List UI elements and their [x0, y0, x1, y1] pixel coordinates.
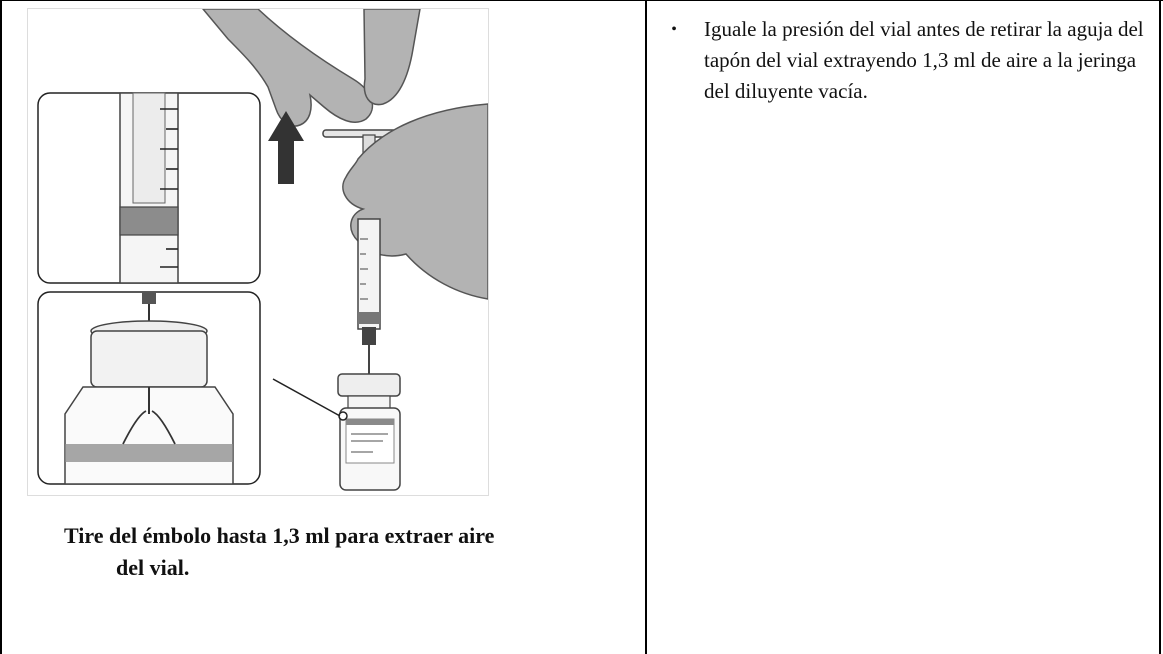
inset-air-arrows [122, 410, 176, 445]
instruction-text: Iguale la presión del vial antes de reti… [704, 17, 1144, 103]
inset-stopper [119, 206, 179, 236]
table-border-top [0, 0, 1163, 1]
inset-plunger-rod [132, 92, 166, 204]
table-border-left [0, 0, 2, 654]
up-arrow-icon [268, 111, 304, 184]
table-border-right [1159, 0, 1161, 654]
illustration-svg [37, 9, 488, 491]
inset-needle-hub [142, 292, 156, 304]
inset-cap [90, 330, 208, 388]
instruction-list: • Iguale la presión del vial antes de re… [664, 14, 1144, 107]
caption-line-1: Tire del émbolo hasta 1,3 ml para extrae… [64, 523, 495, 548]
vial-cap [337, 373, 401, 397]
caption-line-2: del vial. [116, 555, 190, 580]
syringe-stopper [358, 312, 380, 324]
bullet-icon: • [671, 21, 677, 38]
callout-dot [338, 411, 348, 421]
syringe-vial-illustration [27, 8, 489, 496]
syringe-hub [362, 327, 376, 345]
table-column-divider [645, 0, 647, 654]
callout-line [272, 378, 341, 417]
inset-vial-band [65, 444, 233, 462]
figure-caption: Tire del émbolo hasta 1,3 ml para extrae… [64, 520, 624, 584]
instruction-item: • Iguale la presión del vial antes de re… [664, 14, 1144, 107]
upper-glove-thumb [363, 9, 421, 106]
upper-glove-hand [202, 9, 374, 127]
vial-label-band [346, 419, 394, 425]
